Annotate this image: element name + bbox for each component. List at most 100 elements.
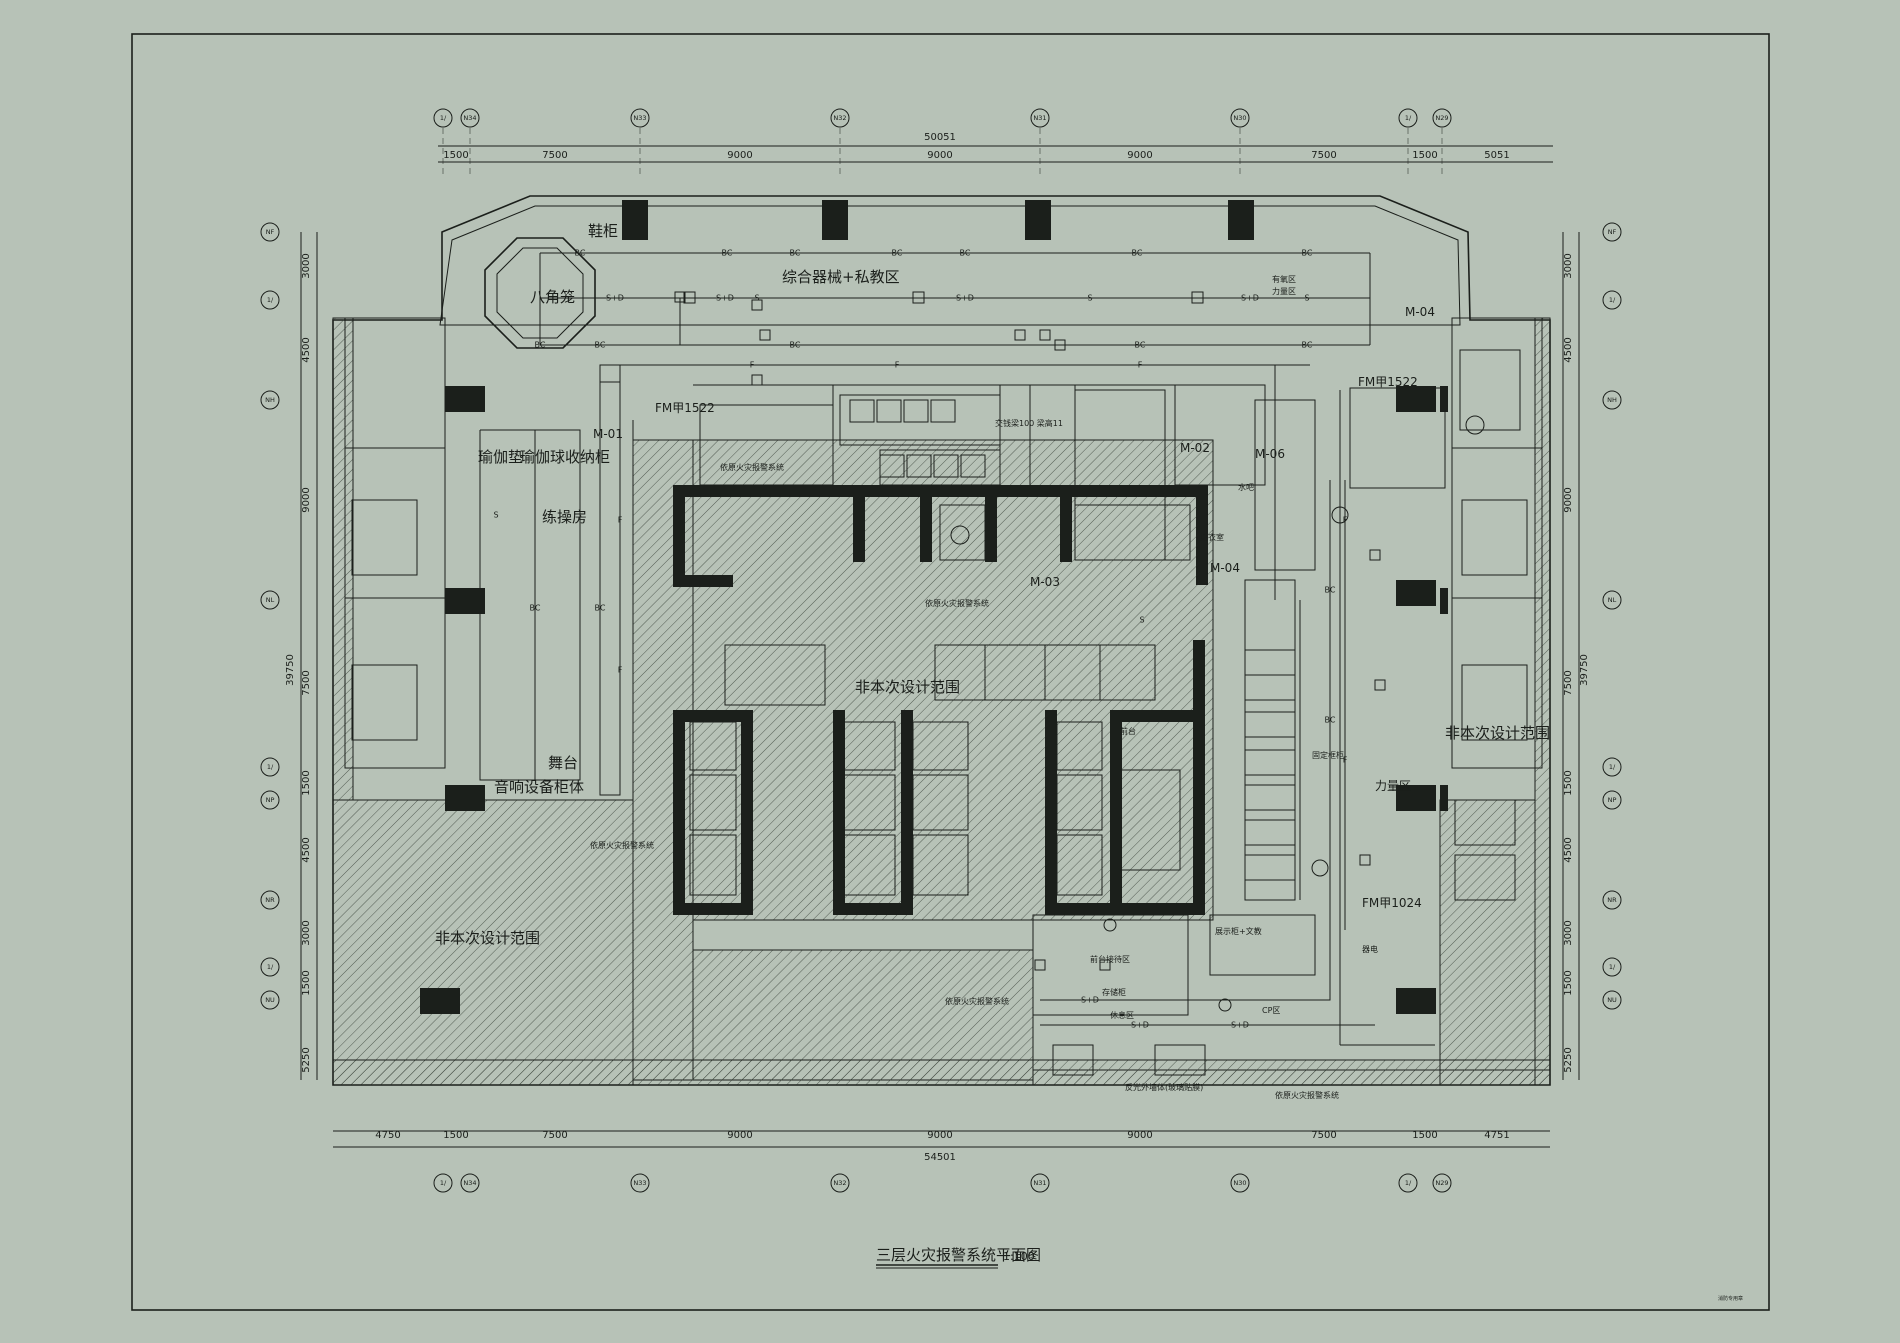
svg-text:1/​: 1/​ [440, 1179, 447, 1187]
svg-text:FM甲1024: FM甲1024 [1362, 896, 1422, 910]
columns [420, 200, 1448, 1014]
facade-inner [439, 205, 1461, 326]
svg-text:BC: BC [892, 249, 903, 258]
svg-text:N32: N32 [833, 114, 846, 122]
svg-text:1/​: 1/​ [1609, 963, 1616, 971]
svg-text:固定框柜: 固定框柜 [1312, 750, 1344, 760]
svg-text:F: F [618, 516, 623, 525]
svg-text:BC: BC [595, 341, 606, 350]
svg-text:水吧: 水吧 [1238, 482, 1254, 492]
svg-text:BC: BC [1132, 249, 1143, 258]
svg-text:交钱梁100 梁高11: 交钱梁100 梁高11 [995, 418, 1063, 428]
grid-bubbles-left: NF 1/​ NH NL 1/​ NP NR 1/​ NU [260, 222, 280, 1010]
svg-text:力量区: 力量区 [1375, 779, 1411, 793]
svg-text:前台: 前台 [1120, 726, 1136, 736]
svg-text:S+D: S+D [1231, 1021, 1249, 1030]
svg-text:音响设备柜体: 音响设备柜体 [494, 778, 584, 796]
svg-text:NP: NP [266, 796, 275, 804]
svg-text:力量区: 力量区 [1272, 286, 1296, 296]
svg-text:1/​: 1/​ [1609, 763, 1616, 771]
svg-text:1500: 1500 [1563, 970, 1574, 995]
svg-text:4751: 4751 [1484, 1130, 1509, 1141]
svg-text:4500: 4500 [301, 837, 312, 862]
hatched-zones [332, 317, 1551, 1086]
corner-stamp: 消防专用章 [1718, 1295, 1743, 1302]
svg-text:S+D: S+D [1241, 294, 1259, 303]
dims-left: 3000 4500 9000 7500 1500 4500 3000 1500 … [285, 253, 312, 1072]
svg-text:9000: 9000 [727, 150, 752, 161]
svg-text:NR: NR [1607, 896, 1617, 904]
svg-text:M-04: M-04 [1210, 561, 1240, 575]
grid-bubbles-bottom: 1/​ N34 N33 N32 N31 N30 1/​ N29 [433, 1173, 1452, 1193]
svg-text:有氧区: 有氧区 [1272, 274, 1296, 284]
svg-text:非本次设计范围: 非本次设计范围 [435, 929, 540, 947]
svg-text:1/​: 1/​ [1405, 1179, 1412, 1187]
svg-text:FM甲1522: FM甲1522 [1358, 375, 1418, 389]
svg-text:NF: NF [266, 228, 275, 236]
fixtures [950, 415, 1485, 1012]
svg-text:3000: 3000 [1563, 920, 1574, 945]
svg-text:BC: BC [1325, 586, 1336, 595]
grid-bubbles-top: 1/​ N34 N33 N32 N31 N30 1/​ N29 [433, 108, 1452, 128]
svg-text:S: S [1304, 294, 1309, 303]
svg-text:9000: 9000 [727, 1130, 752, 1141]
svg-text:BC: BC [790, 249, 801, 258]
svg-text:F: F [1138, 361, 1143, 370]
svg-text:F: F [1343, 756, 1348, 765]
svg-text:1/​: 1/​ [267, 296, 274, 304]
door-tags: M-01 M-02 M-03 M-04 M-04 M-06 FM甲1522 FM… [593, 305, 1435, 910]
svg-text:7500: 7500 [1311, 1130, 1336, 1141]
svg-text:S: S [1087, 294, 1092, 303]
svg-text:瑜伽垫: 瑜伽垫 [478, 448, 523, 466]
dims-top: 50051 1500 7500 9000 9000 9000 7500 1500… [443, 132, 1509, 161]
svg-text:NF: NF [1608, 228, 1617, 236]
svg-text:FM甲1522: FM甲1522 [655, 401, 715, 415]
svg-text:N30: N30 [1233, 114, 1246, 122]
drawing-title: 三层火灾报警系统平面图 [876, 1246, 1041, 1264]
svg-text:M-03: M-03 [1030, 575, 1060, 589]
svg-text:NP: NP [1608, 796, 1617, 804]
svg-text:BC: BC [575, 249, 586, 258]
svg-text:BC: BC [595, 604, 606, 613]
svg-text:S+D: S+D [1081, 996, 1099, 1005]
svg-text:54501: 54501 [924, 1152, 956, 1163]
svg-text:5250: 5250 [1563, 1047, 1574, 1072]
core-walls [673, 485, 1208, 915]
svg-text:S: S [493, 511, 498, 520]
svg-text:S+D: S+D [716, 294, 734, 303]
svg-text:39750: 39750 [285, 654, 296, 686]
svg-text:9000: 9000 [1127, 150, 1152, 161]
svg-text:F: F [1343, 516, 1348, 525]
svg-text:1/​: 1/​ [1405, 114, 1412, 122]
svg-text:器电: 器电 [1362, 944, 1378, 954]
svg-text:1/​: 1/​ [440, 114, 447, 122]
svg-text:F: F [750, 361, 755, 370]
svg-text:NR: NR [265, 896, 275, 904]
svg-text:N33: N33 [633, 1179, 646, 1187]
svg-text:7500: 7500 [542, 150, 567, 161]
svg-text:3000: 3000 [301, 920, 312, 945]
svg-text:1/​: 1/​ [267, 963, 274, 971]
svg-text:BC: BC [722, 249, 733, 258]
svg-text:依原火灾报警系统: 依原火灾报警系统 [925, 598, 989, 608]
title-block: 三层火灾报警系统平面图 1:100 消防专用章 [876, 1246, 1743, 1302]
svg-text:F: F [895, 361, 900, 370]
svg-text:N31: N31 [1033, 1179, 1046, 1187]
svg-text:M-06: M-06 [1255, 447, 1285, 461]
svg-text:休息区: 休息区 [1110, 1010, 1134, 1020]
svg-text:7500: 7500 [301, 670, 312, 695]
svg-text:S+D: S+D [606, 294, 624, 303]
svg-text:展示柜+文教: 展示柜+文教 [1215, 926, 1262, 936]
svg-text:S+D: S+D [1131, 1021, 1149, 1030]
sheet-frame [131, 33, 1770, 1311]
svg-text:非本次设计范围: 非本次设计范围 [855, 678, 960, 696]
svg-text:5250: 5250 [301, 1047, 312, 1072]
svg-text:1500: 1500 [1412, 1130, 1437, 1141]
svg-text:八角笼: 八角笼 [530, 288, 575, 306]
svg-text:1500: 1500 [301, 770, 312, 795]
svg-text:BC: BC [960, 249, 971, 258]
svg-text:NH: NH [265, 396, 275, 404]
svg-text:1/​: 1/​ [267, 763, 274, 771]
svg-text:NH: NH [1607, 396, 1617, 404]
